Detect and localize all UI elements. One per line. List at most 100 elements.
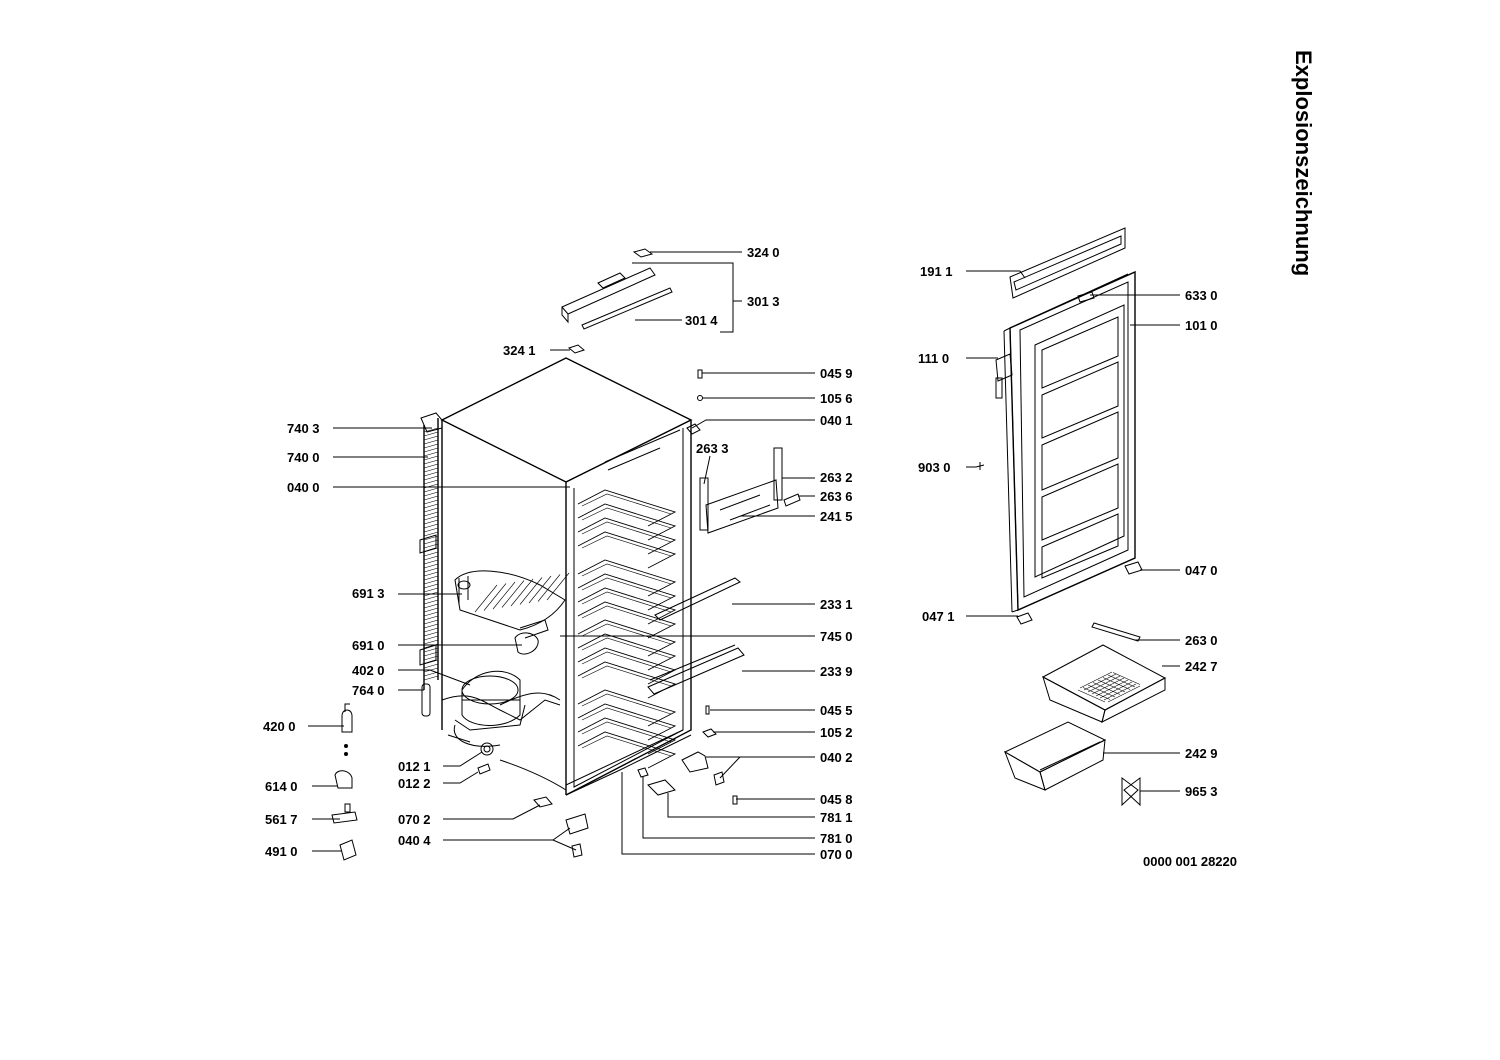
label-047-0: 047 0: [1185, 563, 1218, 578]
document-number: 0000 001 28220: [1143, 854, 1237, 869]
coil-tube: [423, 523, 439, 529]
coil-tube: [423, 579, 439, 585]
coil-tube: [423, 431, 439, 437]
label-491-0: 491 0: [265, 844, 298, 859]
door-panel: [1041, 463, 1119, 541]
shelf: [577, 489, 677, 569]
door-shelves: [647, 577, 745, 695]
label-012-1: 012 1: [398, 759, 431, 774]
shelf-plate: [577, 517, 677, 555]
door-handle: [995, 353, 1013, 382]
shelf-rib: [581, 623, 672, 645]
coil-tube: [423, 531, 439, 537]
label-105-2: 105 2: [820, 725, 853, 740]
coil-tube: [423, 663, 439, 669]
coil-tube: [423, 443, 439, 449]
label-040-1: 040 1: [820, 413, 853, 428]
coil-tube: [423, 439, 439, 445]
coil-tube: [423, 631, 439, 637]
label-561-7: 561 7: [265, 812, 298, 827]
label-040-0: 040 0: [287, 480, 320, 495]
cabinet-body: [440, 357, 693, 796]
shelf-plate: [577, 647, 677, 685]
shelf-rib: [581, 707, 672, 729]
label-691-0: 691 0: [352, 638, 385, 653]
label-241-5: 241 5: [820, 509, 853, 524]
label-301-4: 301 4: [685, 313, 718, 328]
coil-tube: [423, 555, 439, 561]
coil-tube: [423, 499, 439, 505]
clip: [1121, 777, 1141, 807]
coil-tube: [423, 479, 439, 485]
label-614-0: 614 0: [265, 779, 298, 794]
door-gasket: [1009, 227, 1126, 299]
door-panel: [1041, 361, 1119, 439]
shelf-rib: [581, 665, 672, 687]
label-111-0: 111 0: [918, 351, 949, 366]
door-bin-assembly: [699, 447, 801, 534]
coil-tube: [423, 571, 439, 577]
label-263-6: 263 6: [820, 489, 853, 504]
label-324-1: 324 1: [503, 343, 536, 358]
label-263-3: 263 3: [696, 441, 729, 456]
coil-tube: [423, 491, 439, 497]
coil-tube: [423, 503, 439, 509]
divider-bar: [1091, 622, 1141, 642]
coil-tube: [423, 527, 439, 533]
drawer-grid-line: [1087, 684, 1116, 698]
shelf-plate: [577, 703, 677, 741]
coil-tube: [423, 611, 439, 617]
shelf-rib: [581, 721, 672, 743]
label-781-1: 781 1: [820, 810, 853, 825]
coil-tube: [423, 487, 439, 493]
shelf-plate: [577, 531, 677, 569]
coil-tube: [423, 615, 439, 621]
rack-wire: [501, 580, 525, 608]
coil-tube: [423, 671, 439, 677]
shelf-plate: [577, 661, 677, 699]
label-301-3: 301 3: [747, 294, 780, 309]
door: [1003, 270, 1136, 613]
coil-tube: [423, 639, 439, 645]
condenser-coil: [419, 412, 443, 690]
label-263-0: 263 0: [1185, 633, 1218, 648]
rack-wire: [483, 583, 507, 611]
shelf-rib: [581, 637, 672, 659]
drawer-grid-line: [1077, 689, 1106, 703]
coil-tube: [423, 511, 439, 517]
coil-tube: [423, 627, 439, 633]
cabinet-shelves: [577, 489, 677, 769]
coil-tube: [423, 575, 439, 581]
part-labels: 324 0 301 3 301 4 324 1 045 9 105 6 040 …: [263, 245, 1218, 862]
label-691-3: 691 3: [352, 586, 385, 601]
coil-tube: [423, 507, 439, 513]
drawer-grid-line: [1102, 677, 1131, 690]
shelf-plate: [577, 601, 677, 639]
label-012-2: 012 2: [398, 776, 431, 791]
label-781-0: 781 0: [820, 831, 853, 846]
coil-tube: [423, 475, 439, 481]
label-965-3: 965 3: [1185, 784, 1218, 799]
coil-tube: [423, 551, 439, 557]
label-745-0: 745 0: [820, 629, 853, 644]
coil-tube: [423, 459, 439, 465]
drawer-grid-line: [1112, 672, 1141, 685]
label-764-0: 764 0: [352, 683, 385, 698]
coil-tube: [423, 455, 439, 461]
shelf-plate: [577, 717, 677, 755]
coil-tube: [423, 563, 439, 569]
shelf-plate: [577, 503, 677, 541]
shelf-rib: [581, 693, 672, 715]
coil-tube: [423, 595, 439, 601]
drawer-grid-line: [1091, 677, 1125, 695]
coil-tube: [423, 471, 439, 477]
shelf-rib: [581, 591, 672, 613]
shelf-plate: [577, 633, 677, 671]
coil-tube: [423, 467, 439, 473]
coil-tube: [423, 567, 439, 573]
shelf-rib: [581, 493, 672, 515]
drawer-upper: [1041, 644, 1167, 723]
shelf-plate: [577, 587, 677, 625]
coil-tube: [423, 603, 439, 609]
rack-wire: [492, 581, 516, 610]
